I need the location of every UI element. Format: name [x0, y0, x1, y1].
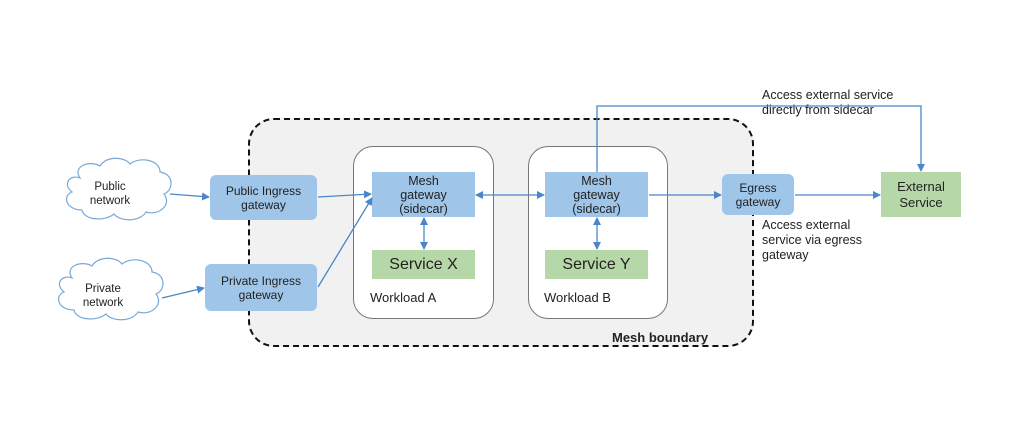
service-x[interactable]: Service X [372, 250, 475, 279]
mesh-boundary-label: Mesh boundary [612, 330, 709, 345]
public-network-label: Public network [89, 181, 131, 207]
workload-a-label: Workload A [370, 290, 437, 305]
egress-gateway[interactable]: Egress gateway [722, 174, 794, 215]
private-ingress-gateway[interactable]: Private Ingress gateway [205, 264, 317, 311]
service-y[interactable]: Service Y [545, 250, 648, 279]
mesh-boundary [248, 118, 754, 347]
public-network-cloud [65, 157, 172, 221]
egress-access-annotation: Access external service via egress gatew… [762, 218, 863, 262]
workload-b-label: Workload B [544, 290, 611, 305]
arrow-private-to-ingress [161, 285, 205, 299]
mesh-gateway-b[interactable]: Mesh gateway (sidecar) [545, 172, 648, 217]
public-ingress-gateway[interactable]: Public Ingress gateway [210, 175, 317, 220]
private-network-label: Private network [82, 283, 124, 309]
arrow-sidecar-direct-to-external [596, 105, 925, 172]
private-network-cloud [57, 257, 164, 321]
mesh-gateway-a[interactable]: Mesh gateway (sidecar) [372, 172, 475, 217]
arrow-public-to-ingress [169, 192, 210, 201]
arrow-public-ingress-to-mesh-a [317, 190, 372, 199]
external-service[interactable]: External Service [881, 172, 961, 217]
arrow-private-ingress-to-mesh-a [317, 197, 373, 288]
